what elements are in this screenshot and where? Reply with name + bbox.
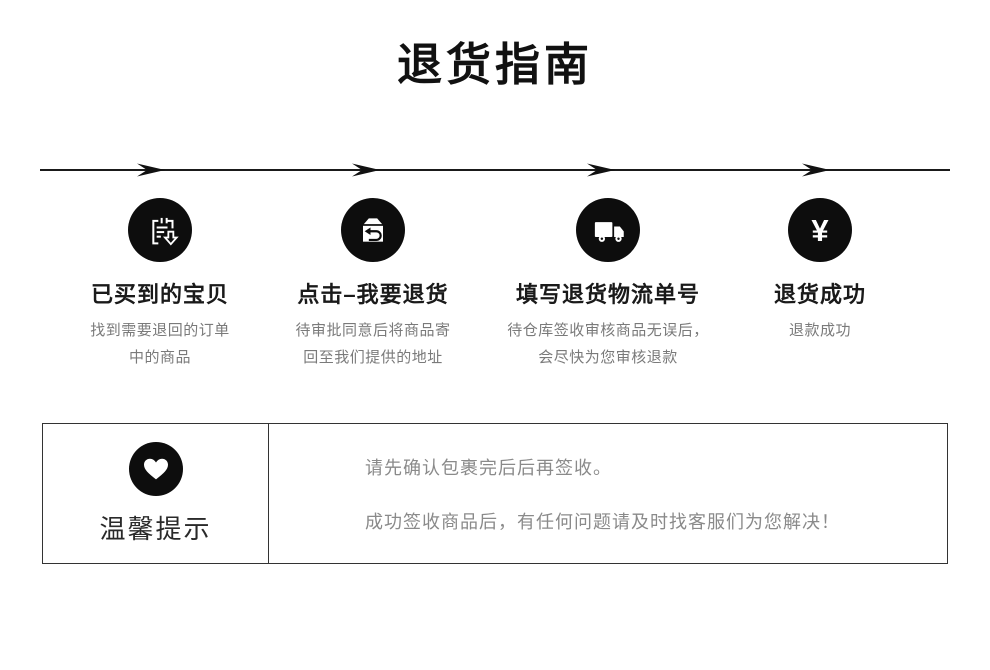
step-return-success: ¥ 退货成功 退款成功: [708, 198, 932, 344]
step-description: 退款成功: [788, 322, 851, 339]
step-fill-tracking-number: 填写退货物流单号 待仓库签收审核商品无误后， 会尽快为您审核退款: [496, 198, 720, 371]
timeline-arrow-line: [40, 163, 950, 177]
step-title: 填写退货物流单号: [515, 282, 700, 307]
yen-symbol: ¥: [811, 212, 829, 248]
tips-box-content: 请先确认包裹完后后再签收。 成功签收商品后，有任何问题请及时找客服们为您解决！: [269, 424, 947, 563]
step-purchased-items: 已买到的宝贝 找到需要退回的订单 中的商品: [48, 198, 272, 371]
step-title: 退货成功: [773, 282, 866, 307]
heart-icon: [128, 441, 183, 496]
yuan-refund-icon: ¥: [788, 198, 852, 262]
step-click-return: 点击–我要退货 待审批同意后将商品寄 回至我们提供的地址: [261, 198, 485, 371]
tips-line: 成功签收商品后，有任何问题请及时找客服们为您解决！: [365, 511, 840, 532]
tips-box: 温馨提示 请先确认包裹完后后再签收。 成功签收商品后，有任何问题请及时找客服们为…: [42, 423, 948, 564]
order-list-download-icon: [128, 198, 192, 262]
step-description: 待审批同意后将商品寄 回至我们提供的地址: [295, 322, 451, 366]
page-title: 退货指南: [396, 39, 593, 90]
tips-line: 请先确认包裹完后后再签收。: [365, 457, 612, 478]
delivery-truck-icon: [576, 198, 640, 262]
tips-box-left: 温馨提示: [43, 424, 269, 563]
step-title: 点击–我要退货: [297, 282, 449, 307]
step-description: 找到需要退回的订单 中的商品: [90, 322, 230, 366]
return-package-icon: [341, 198, 405, 262]
step-description: 待仓库签收审核商品无误后， 会尽快为您审核退款: [507, 322, 709, 366]
tips-label: 温馨提示: [99, 513, 212, 544]
step-title: 已买到的宝贝: [90, 282, 229, 307]
